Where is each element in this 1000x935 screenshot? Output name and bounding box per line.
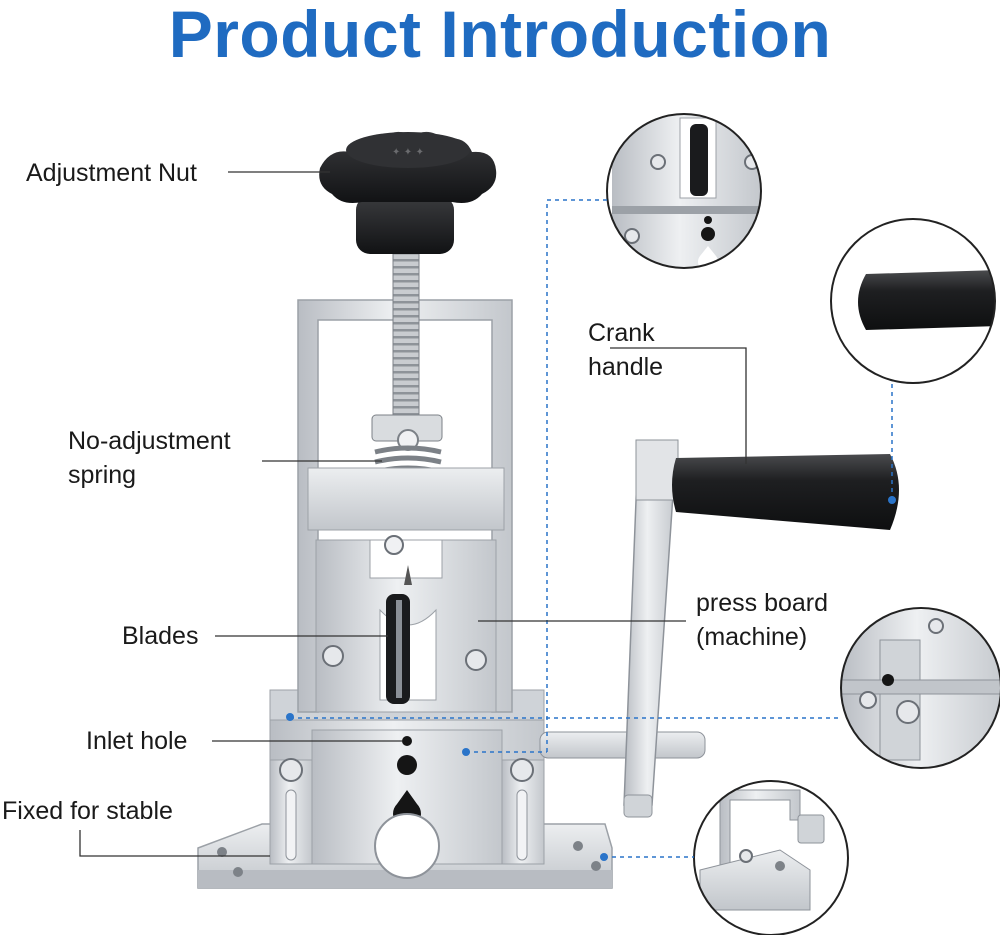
detail-circle-blade-slot: [606, 113, 762, 269]
top-frame: [297, 299, 513, 713]
label-fixed-for-stable: Fixed for stable: [2, 797, 173, 825]
crank-handle-grip: [672, 454, 899, 530]
drive-shaft: [539, 731, 706, 759]
label-press-line2: (machine): [696, 623, 808, 651]
marker-dot-fixed: [286, 713, 294, 721]
blade-assembly: [386, 565, 412, 704]
crank-arm: [623, 439, 679, 818]
adjustment-knob: ✦ ✦ ✦: [319, 131, 497, 254]
label-crank-line2: handle: [588, 353, 664, 381]
wire-stripper-machine: ✦ ✦ ✦: [197, 131, 899, 889]
lower-block: [269, 689, 545, 879]
label-press-line1: press board: [696, 589, 829, 617]
leader-lines: [79, 171, 747, 857]
page-title: Product Introduction: [168, 0, 832, 71]
label-crank-line1: Crank: [588, 319, 655, 347]
detail-circle-base: [693, 780, 849, 935]
label-adjustment-nut: Adjustment Nut: [26, 159, 197, 187]
connector-inlet: [546, 199, 607, 752]
adjustment-screw: [392, 247, 420, 429]
label-spring-line2: spring: [68, 461, 137, 489]
svg-text:✦ ✦ ✦: ✦ ✦ ✦: [392, 147, 424, 158]
label-spring-line1: No-adjustment: [68, 427, 231, 455]
detail-circle-screw: [840, 607, 1000, 769]
label-inlet-hole: Inlet hole: [86, 727, 188, 755]
dashed-connectors: [290, 199, 893, 858]
label-blades: Blades: [122, 622, 199, 650]
detail-circle-handle: [830, 218, 996, 384]
spring-assembly: [371, 414, 443, 485]
